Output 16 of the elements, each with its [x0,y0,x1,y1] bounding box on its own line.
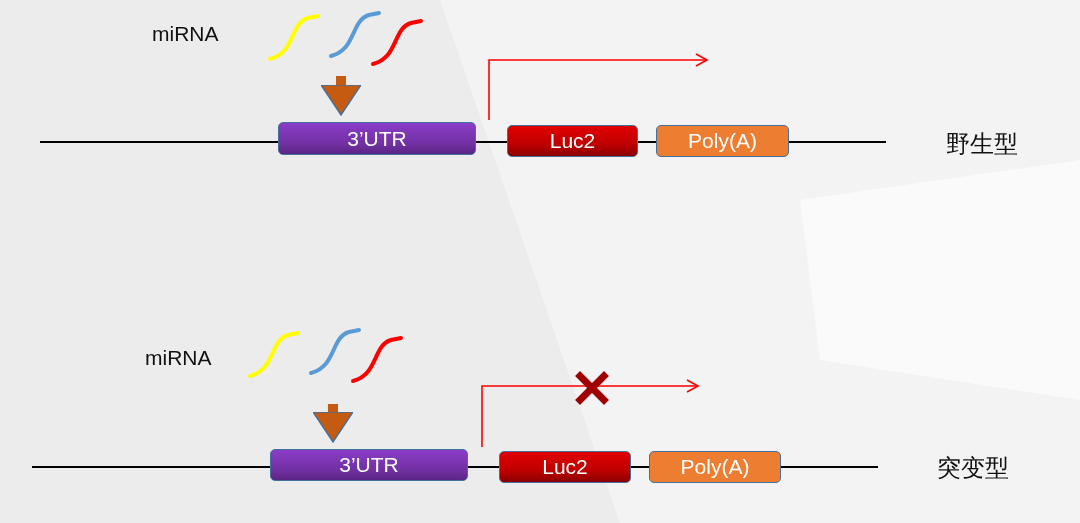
polya-box: Poly(A) [649,451,781,483]
polya-box: Poly(A) [656,125,789,157]
utr-box: 3’UTR [278,122,476,155]
mutant-label: 突变型 [937,453,1009,484]
block-arrow [320,76,362,116]
dna-line [475,141,508,143]
utr-box: 3’UTR [270,449,468,481]
dna-line [467,466,500,468]
mirna-label: miRNA [145,346,212,370]
luc2-box: Luc2 [507,125,638,157]
block-arrow [312,404,354,443]
dna-line [630,466,650,468]
dna-line [637,141,657,143]
wild-type-label: 野生型 [946,129,1018,160]
mirna-label: miRNA [152,22,219,46]
luc2-box: Luc2 [499,451,631,483]
